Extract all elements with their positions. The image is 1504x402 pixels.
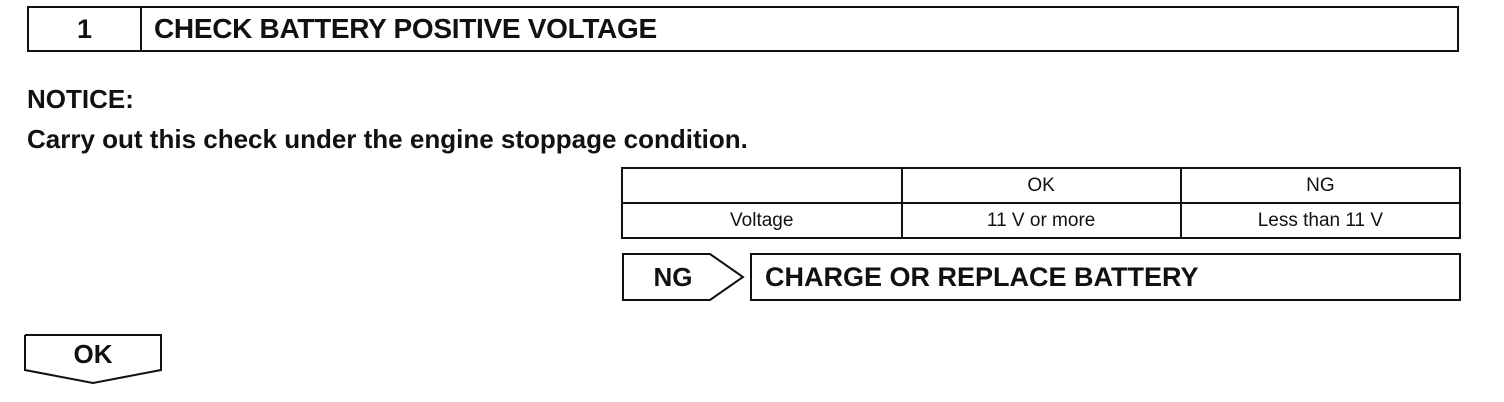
step-number: 1 <box>29 8 142 50</box>
notice-text: Carry out this check under the engine st… <box>27 124 748 154</box>
step-header: 1 CHECK BATTERY POSITIVE VOLTAGE <box>27 6 1459 52</box>
spec-header-cell <box>621 167 903 204</box>
ng-action-box: CHARGE OR REPLACE BATTERY <box>750 253 1461 301</box>
notice-label: NOTICE: <box>27 84 134 114</box>
spec-header-cell: NG <box>1179 167 1462 204</box>
spec-cell: 11 V or more <box>900 202 1182 239</box>
spec-cell: Voltage <box>621 202 903 239</box>
spec-table-row: Voltage 11 V or more Less than 11 V <box>621 202 1462 239</box>
ok-branch-label: OK <box>73 338 113 369</box>
ng-branch-label: NG <box>653 261 693 292</box>
spec-table-header-row: OK NG <box>621 167 1462 204</box>
spec-header-cell: OK <box>900 167 1182 204</box>
ok-down-arrow-icon <box>24 334 162 384</box>
spec-table: OK NG Voltage 11 V or more Less than 11 … <box>621 167 1462 239</box>
spec-cell: Less than 11 V <box>1179 202 1462 239</box>
ng-arrow-icon <box>622 253 745 301</box>
step-title: CHECK BATTERY POSITIVE VOLTAGE <box>154 13 657 44</box>
